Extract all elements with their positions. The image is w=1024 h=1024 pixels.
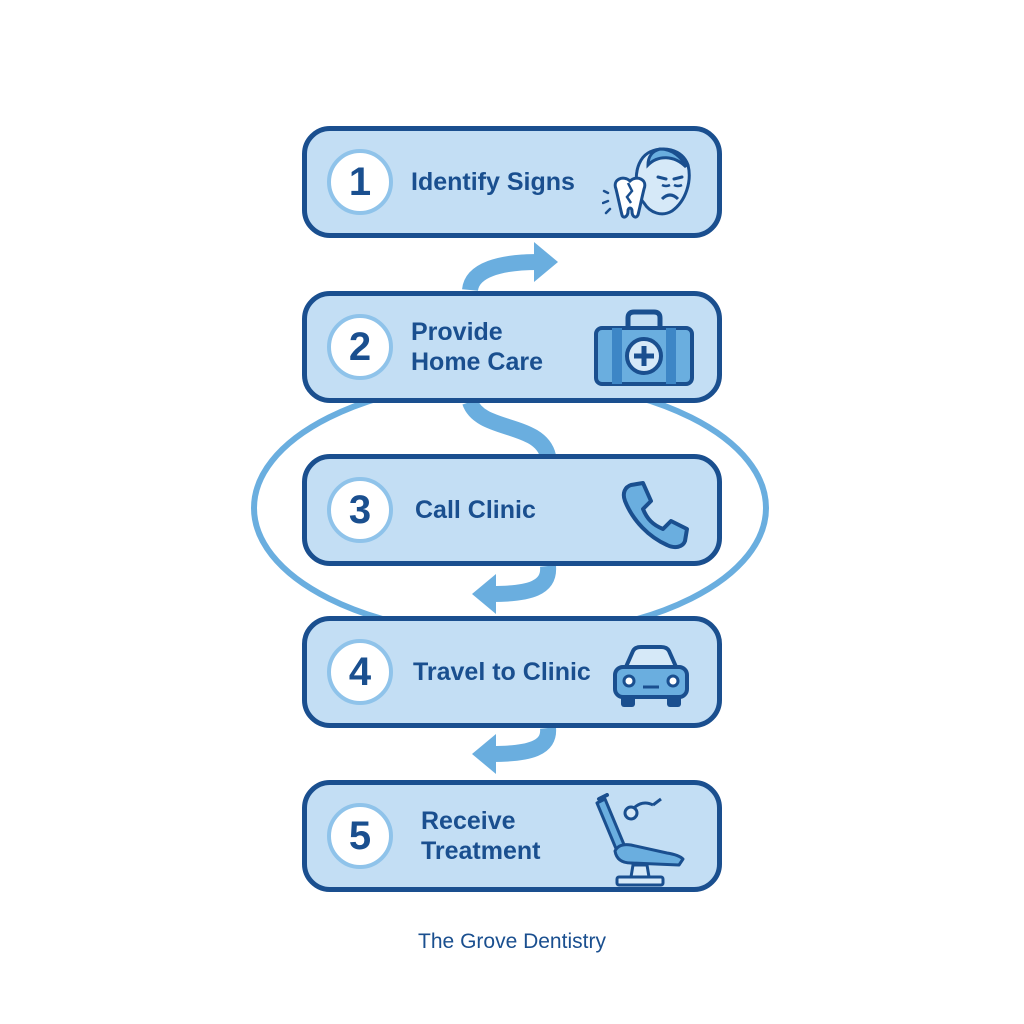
first-aid-kit-icon <box>594 309 694 386</box>
step-label-line: Provide <box>411 318 503 346</box>
step-2-box: 2 Provide Home Care <box>302 291 722 403</box>
step-5-box: 5 Receive Treatment <box>302 780 722 892</box>
step-number-1: 1 <box>327 149 393 215</box>
step-label-line: Home Care <box>411 348 543 376</box>
car-icon <box>613 645 689 707</box>
step-number-3: 3 <box>327 477 393 543</box>
step-label-line: Identify Signs <box>411 168 575 196</box>
step-number-4: 4 <box>327 639 393 705</box>
arrow-head-3-4 <box>472 574 496 614</box>
step-label-line: Receive <box>421 807 516 835</box>
curve-connector-2-3 <box>462 398 556 459</box>
step-label-2: Provide Home Care <box>411 317 543 377</box>
step-4-box: 4 Travel to Clinic <box>302 616 722 728</box>
step-label-line: Call Clinic <box>415 496 536 524</box>
arrow-connector-2-1 <box>462 254 539 292</box>
step-label-5: Receive Treatment <box>421 806 540 866</box>
step-label-1: Identify Signs <box>411 167 575 197</box>
arrow-head-4-5 <box>472 734 496 774</box>
arrow-connector-3-4 <box>491 565 557 602</box>
dental-chair-icon <box>595 793 685 887</box>
arrow-head-2-1 <box>534 242 558 282</box>
step-3-box: 3 Call Clinic <box>302 454 722 566</box>
footer-brand: The Grove Dentistry <box>418 930 606 953</box>
toothache-face-icon <box>602 147 691 219</box>
step-label-4: Travel to Clinic <box>413 657 591 687</box>
step-label-line: Treatment <box>421 837 541 865</box>
step-number-2: 2 <box>327 314 393 380</box>
step-label-line: Travel to Clinic <box>413 658 591 686</box>
phone-icon <box>621 481 689 550</box>
step-1-box: 1 Identify Signs <box>302 126 722 238</box>
step-label-3: Call Clinic <box>415 495 536 525</box>
step-number-5: 5 <box>327 803 393 869</box>
arrow-connector-4-5 <box>491 727 557 762</box>
